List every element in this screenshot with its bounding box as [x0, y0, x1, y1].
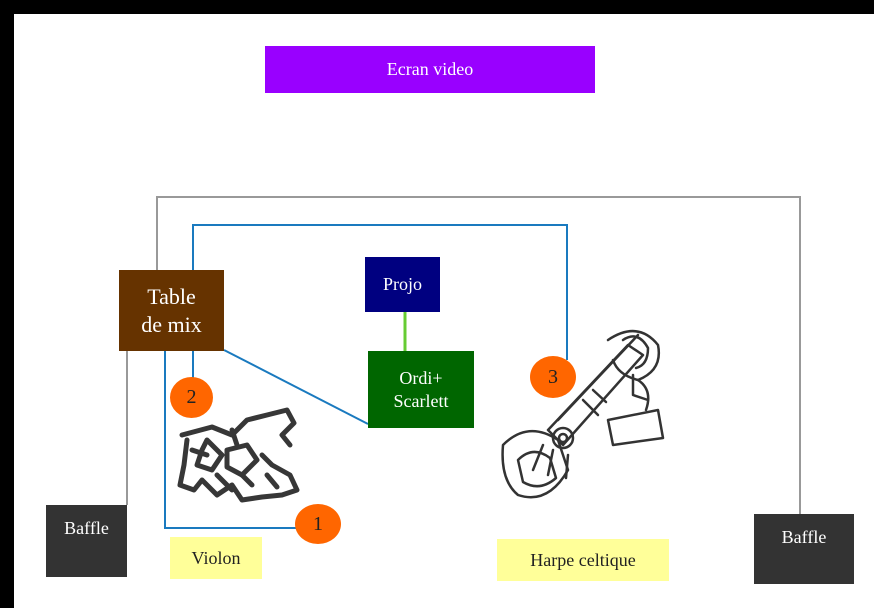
mixing-table-label-line1: Table	[147, 284, 196, 309]
video-screen: Ecran video	[265, 46, 595, 93]
violin-sketch-icon	[177, 407, 300, 503]
video-screen-label: Ecran video	[386, 59, 474, 80]
harp-label-box: Harpe celtique	[497, 539, 669, 581]
violin-pickup-cable	[164, 340, 297, 529]
speaker-left: Baffle	[46, 505, 127, 577]
frame-left-border	[0, 0, 14, 608]
computer-label-line2: Scarlett	[393, 390, 449, 411]
computer-label-line1: Ordi+	[399, 368, 443, 388]
mix-to-computer-cable	[223, 349, 369, 425]
violin-label: Violon	[191, 547, 241, 568]
computer-scarlett: Ordi+ Scarlett	[368, 351, 474, 428]
badge-3-label: 3	[548, 365, 558, 388]
mixing-table-label-line2: de mix	[141, 311, 202, 337]
speaker-right-label: Baffle	[781, 527, 827, 547]
frame-top-border	[0, 0, 874, 14]
harp-mic-cable	[192, 224, 568, 360]
celtic-harp-sketch-icon	[501, 330, 665, 499]
speaker-right: Baffle	[754, 514, 854, 584]
badge-2-label: 2	[186, 386, 197, 408]
projector-label: Projo	[382, 274, 422, 295]
projector: Projo	[365, 257, 440, 312]
badge-2: 2	[170, 377, 213, 418]
harp-label: Harpe celtique	[530, 549, 636, 570]
violin-label-box: Violon	[170, 537, 262, 579]
badge-1: 1	[295, 504, 341, 544]
mixing-table: Table de mix	[119, 270, 224, 351]
badge-1-label: 1	[313, 512, 323, 535]
speaker-left-label: Baffle	[64, 518, 109, 538]
badge-3: 3	[530, 356, 576, 398]
